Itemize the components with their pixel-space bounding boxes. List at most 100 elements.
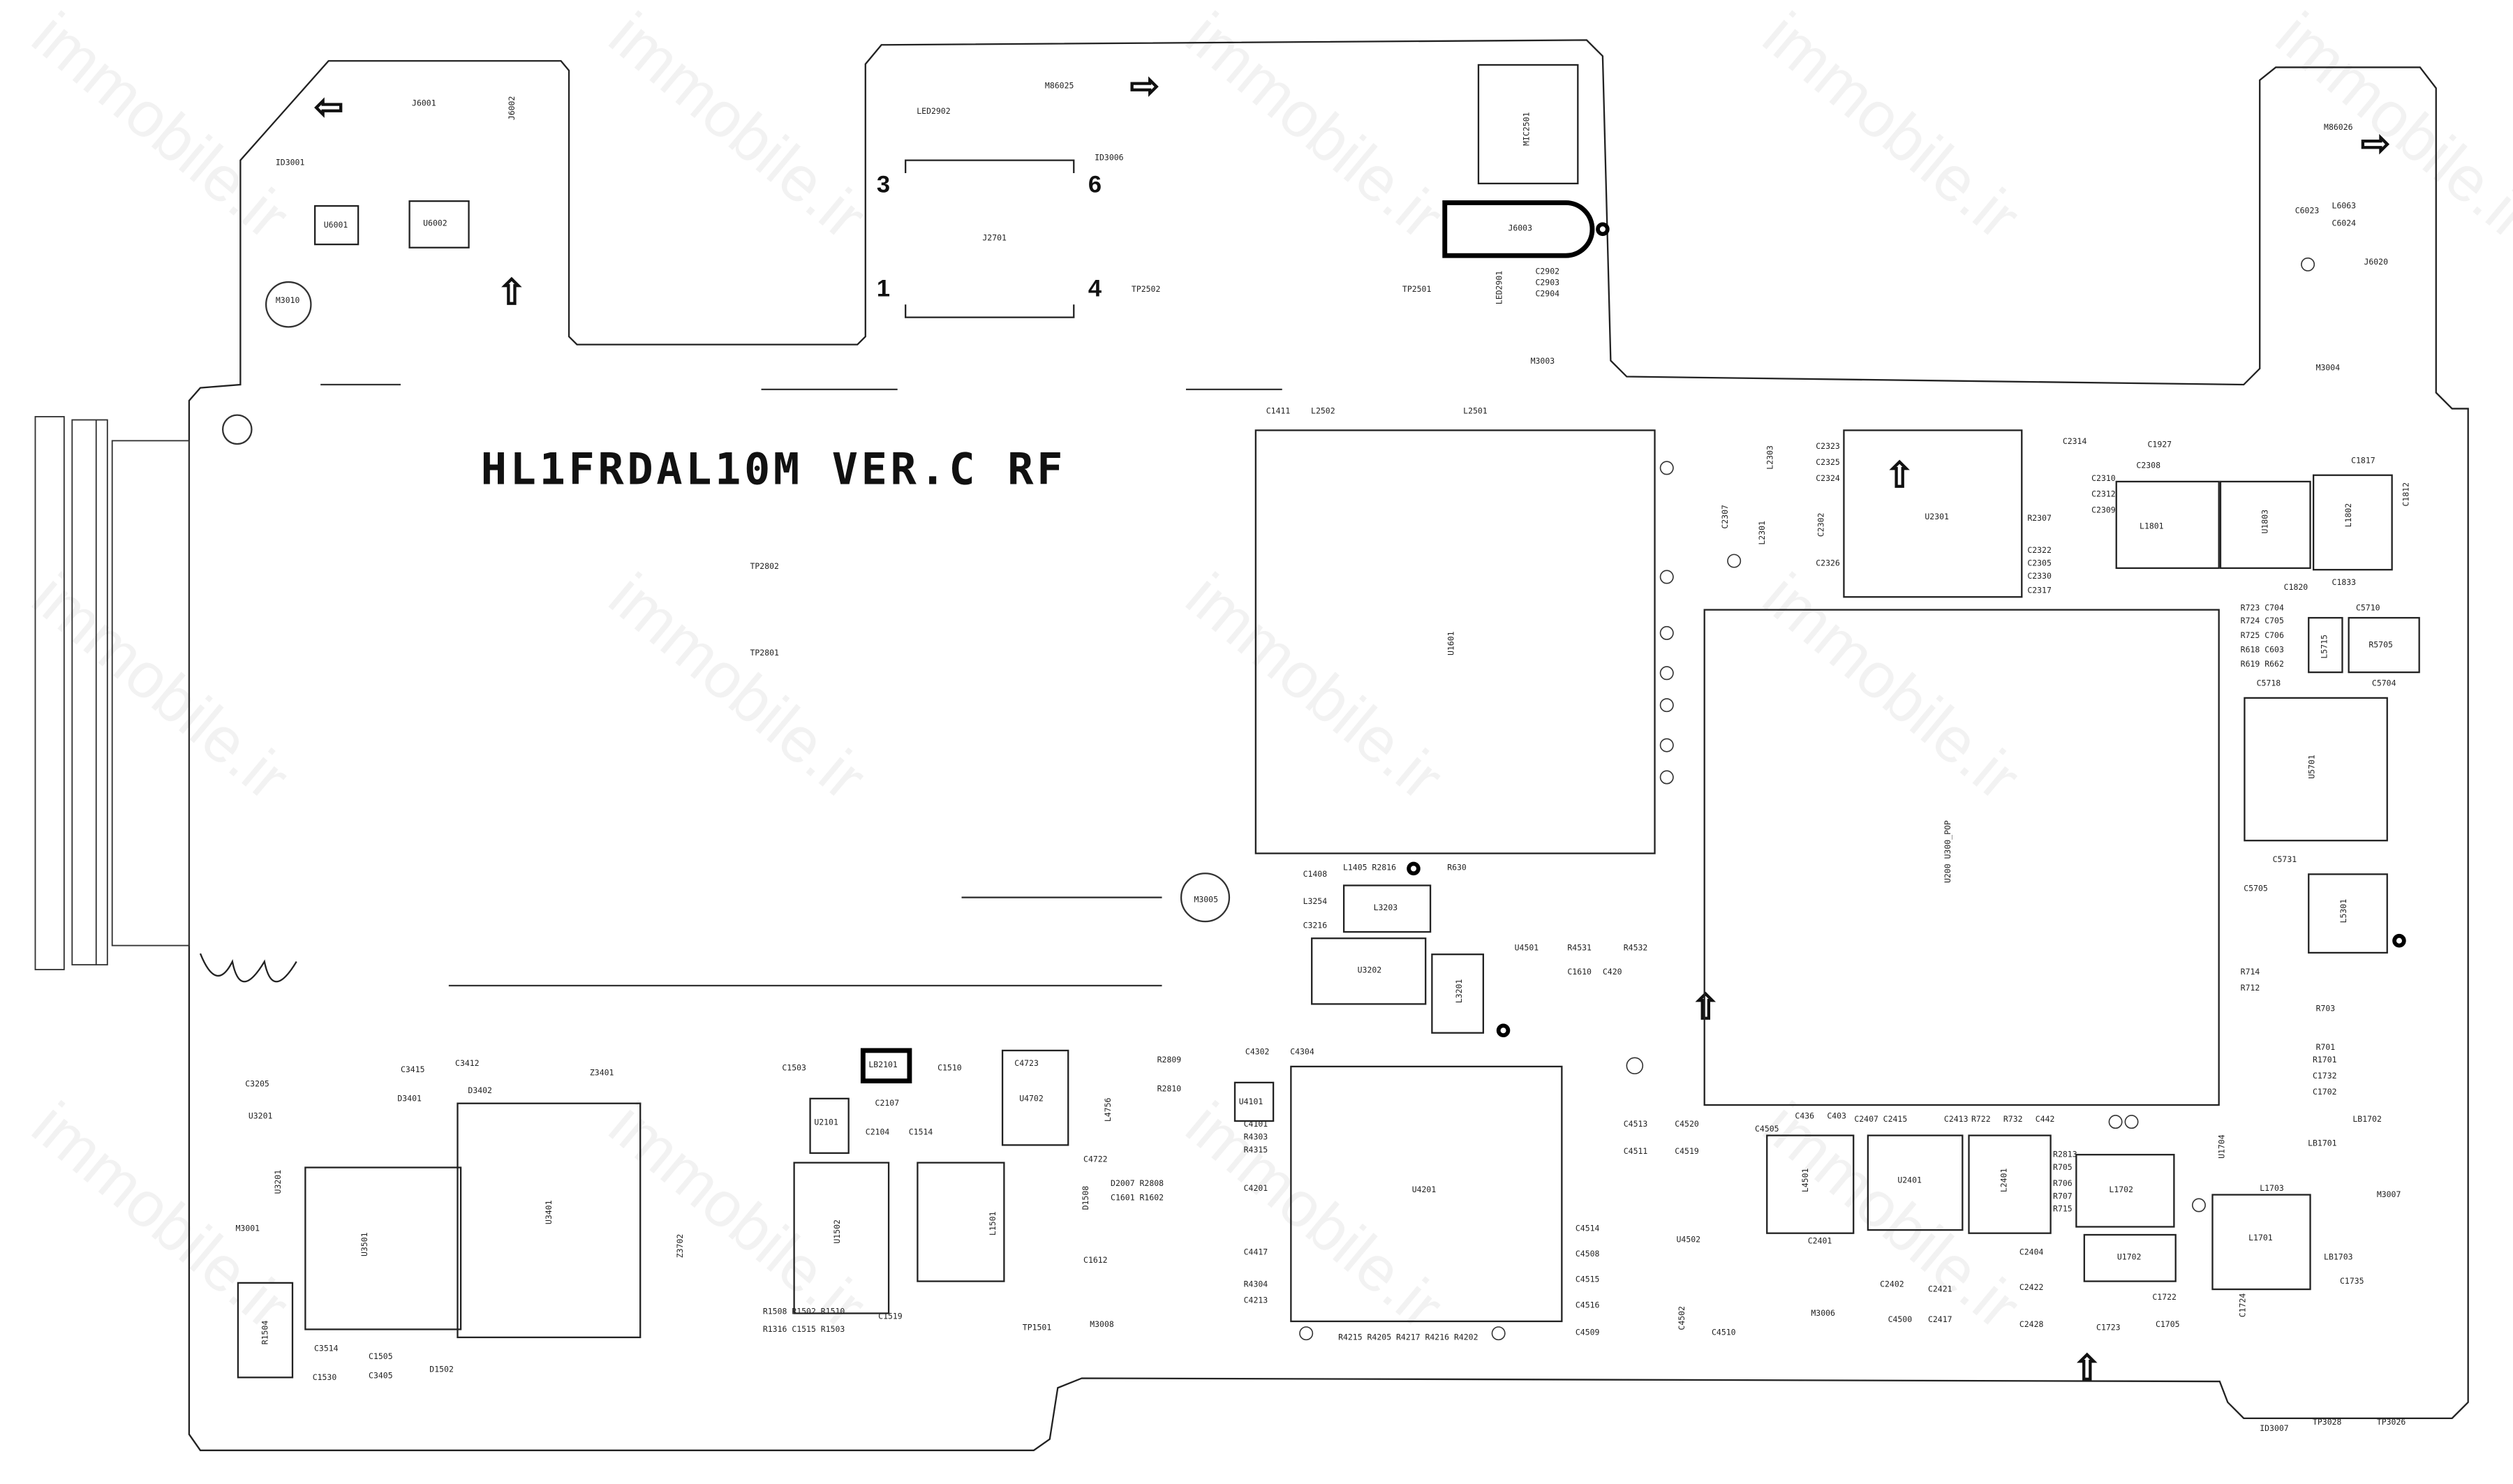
part-label: C3205 bbox=[245, 1080, 269, 1090]
mount-label: M3010 bbox=[275, 296, 300, 306]
chip-u2301: U2301 bbox=[1843, 429, 2023, 598]
up-arrow-icon: ⇧ bbox=[1691, 987, 1721, 1027]
part-label: R2809 bbox=[1157, 1055, 1182, 1066]
part-label: L2501 bbox=[1463, 407, 1488, 417]
part-label: D3402 bbox=[468, 1086, 492, 1097]
part-label: C420 bbox=[1602, 967, 1622, 978]
pin-number: 3 bbox=[876, 171, 891, 199]
part-label: C6024 bbox=[2332, 219, 2357, 230]
part-label: R619 R662 bbox=[2240, 660, 2284, 670]
part-label: U3201 bbox=[274, 1169, 284, 1194]
chip-l1802: L1802 bbox=[2312, 474, 2393, 571]
pin-number: 4 bbox=[1088, 275, 1102, 303]
part-label: C2415 bbox=[1883, 1115, 1908, 1125]
part-label: L1703 bbox=[2260, 1184, 2284, 1194]
chip-l5301: L5301 bbox=[2308, 873, 2388, 954]
chip-l1501: L1501 bbox=[917, 1162, 1005, 1282]
board-title: HL1FRDAL10M VER.C RF bbox=[480, 445, 1067, 496]
mount-label: M3007 bbox=[2376, 1190, 2401, 1201]
part-label: C1519 bbox=[878, 1312, 903, 1323]
chip-u5701: U5701 bbox=[2244, 697, 2388, 842]
part-label: C2902 bbox=[1535, 267, 1560, 278]
chip-u6001: U6001 bbox=[313, 205, 359, 246]
part-label: R715 bbox=[2053, 1205, 2073, 1215]
part-label: C1705 bbox=[2155, 1320, 2180, 1330]
part-label: D1502 bbox=[429, 1365, 454, 1375]
part-label: LB1701 bbox=[2308, 1139, 2337, 1150]
part-label: R703 bbox=[2315, 1004, 2336, 1015]
pin-number: 6 bbox=[1088, 171, 1102, 199]
part-label: C4513 bbox=[1623, 1120, 1648, 1130]
part-label: C1722 bbox=[2152, 1293, 2177, 1303]
id-label: ID3001 bbox=[275, 158, 305, 169]
right-arrow-icon: ⇨ bbox=[1129, 66, 1159, 106]
chip-l3203: L3203 bbox=[1342, 884, 1432, 933]
part-label: C2305 bbox=[2027, 559, 2052, 570]
part-label: L2301 bbox=[1758, 521, 1768, 545]
part-label: C5731 bbox=[2272, 856, 2297, 866]
part-label: LB1703 bbox=[2324, 1253, 2353, 1263]
part-label: R707 bbox=[2053, 1192, 2073, 1202]
id-label: ID3006 bbox=[1095, 154, 1124, 164]
id-label: ID3007 bbox=[2260, 1425, 2289, 1434]
testpoint-label: TP1501 bbox=[1022, 1323, 1052, 1334]
part-label: R722 bbox=[1971, 1115, 1991, 1125]
part-label: C4500 bbox=[1888, 1315, 1913, 1326]
chip-l1702: L1702 bbox=[2075, 1154, 2175, 1228]
part-label: D1508 bbox=[1081, 1185, 1092, 1210]
part-label: R618 C603 bbox=[2240, 646, 2284, 656]
part-label: C2401 bbox=[1807, 1237, 1832, 1247]
part-label: R1701 bbox=[2312, 1055, 2337, 1066]
part-label: C2307 bbox=[1721, 505, 1731, 529]
testpoint-label: TP3026 bbox=[2376, 1418, 2406, 1428]
part-label: C3405 bbox=[369, 1372, 393, 1382]
part-label: U4501 bbox=[1514, 944, 1539, 954]
chip-l4501: L4501 bbox=[1766, 1134, 1855, 1234]
part-label: C4505 bbox=[1755, 1125, 1779, 1135]
chip-l3201: L3201 bbox=[1431, 954, 1485, 1034]
part-label: C4519 bbox=[1675, 1147, 1699, 1157]
part-label: R725 C706 bbox=[2240, 631, 2284, 641]
part-label: R723 C704 bbox=[2240, 604, 2284, 614]
part-label: C1723 bbox=[2096, 1323, 2121, 1334]
part-label: C5710 bbox=[2355, 604, 2380, 614]
part-label: LB1702 bbox=[2352, 1115, 2382, 1125]
part-label: C2310 bbox=[2091, 474, 2116, 484]
part-label: C2407 bbox=[1854, 1115, 1878, 1125]
part-label: C2904 bbox=[1535, 290, 1560, 300]
chip-mic2501: MIC2501 bbox=[1477, 64, 1579, 185]
part-label: C1732 bbox=[2312, 1071, 2337, 1082]
mount-label: M3001 bbox=[235, 1224, 260, 1234]
chip-l1701: L1701 bbox=[2211, 1194, 2311, 1291]
part-label: C4509 bbox=[1575, 1328, 1600, 1339]
part-label: L4756 bbox=[1104, 1097, 1114, 1122]
part-label: C2324 bbox=[1816, 474, 1840, 484]
connector-label: J6020 bbox=[2364, 258, 2389, 268]
chip-l2401: L2401 bbox=[1968, 1134, 2052, 1234]
part-label: C4515 bbox=[1575, 1275, 1600, 1286]
part-label: U1704 bbox=[2218, 1134, 2228, 1159]
part-label: C3216 bbox=[1303, 921, 1328, 931]
part-label: C4213 bbox=[1243, 1296, 1268, 1307]
chip-u4101: U4101 bbox=[1233, 1081, 1275, 1122]
part-label: C2322 bbox=[2027, 546, 2052, 556]
chip-u2101: U2101 bbox=[809, 1097, 850, 1155]
connector-label: J6002 bbox=[507, 96, 518, 121]
up-arrow-icon: ⇧ bbox=[496, 272, 527, 313]
part-label: C2323 bbox=[1816, 442, 1840, 452]
jack-j6003: J6003 bbox=[1442, 200, 1595, 258]
part-label: C2417 bbox=[1927, 1315, 1952, 1326]
part-label: C2325 bbox=[1816, 458, 1840, 468]
chip-u4201: U4201 bbox=[1290, 1065, 1563, 1323]
chip-r5705: R5705 bbox=[2348, 616, 2420, 674]
part-label: C2107 bbox=[875, 1099, 900, 1109]
part-label: C4508 bbox=[1575, 1249, 1600, 1260]
part-label: L6063 bbox=[2332, 202, 2357, 212]
part-label: C5718 bbox=[2256, 679, 2281, 690]
side-connector bbox=[34, 416, 190, 970]
part-label: R732 bbox=[2003, 1115, 2023, 1125]
part-label: C4723 bbox=[1014, 1059, 1039, 1069]
part-label: R4304 bbox=[1243, 1280, 1268, 1291]
part-label: C4101 bbox=[1243, 1120, 1268, 1130]
